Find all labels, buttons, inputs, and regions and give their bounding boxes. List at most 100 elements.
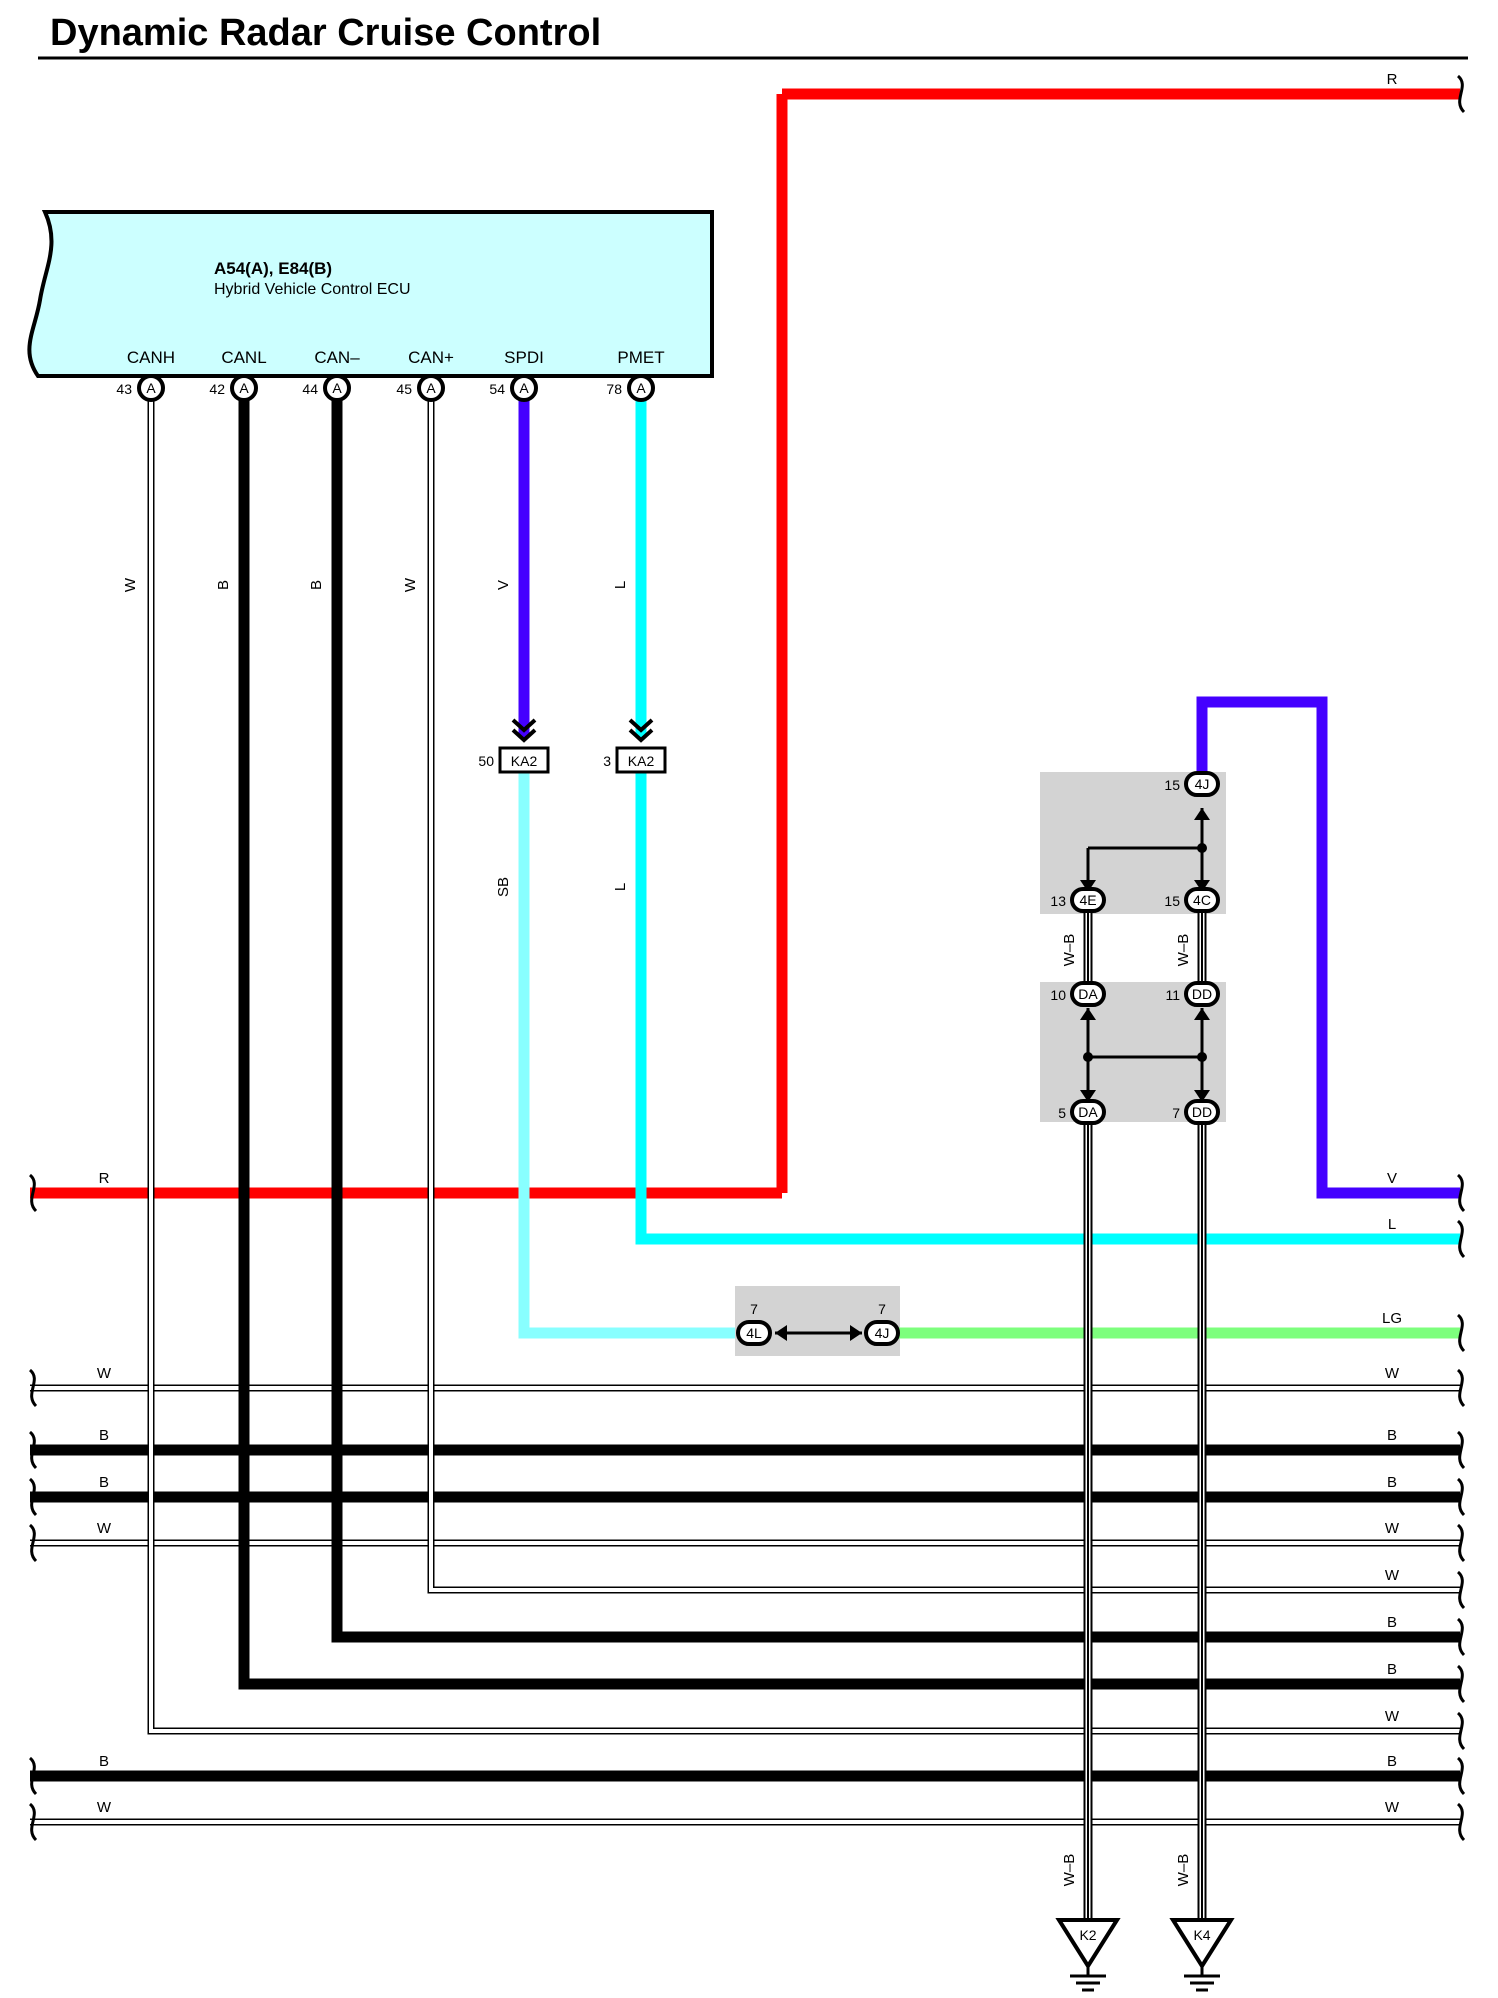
wavy-right-2 xyxy=(1456,1477,1466,1517)
wavy-green-right xyxy=(1456,1313,1466,1353)
junction-wire-label-right: W–B xyxy=(1175,934,1192,967)
ecu-signal-5: PMET xyxy=(617,348,664,367)
ka2-chevron-0 xyxy=(511,718,537,743)
ground-id-1: K4 xyxy=(1193,1927,1210,1943)
wire-canh xyxy=(147,388,1460,1735)
junction-pin-number-left_lower: 5 xyxy=(1058,1105,1066,1121)
ground-wire-label-1: W–B xyxy=(1175,1854,1192,1887)
junction-pin-number-right_lower: 7 xyxy=(1172,1105,1180,1121)
ecu-wire-color-4: V xyxy=(495,580,512,590)
junction-pin-number-left_upper: 10 xyxy=(1050,987,1066,1003)
link-pin-left xyxy=(736,1320,772,1346)
label-red-left: R xyxy=(99,1170,110,1187)
link-pin-left-id: 4L xyxy=(746,1325,762,1341)
label-green-right: LG xyxy=(1382,1310,1402,1327)
junction-arrow-4c xyxy=(1194,880,1210,892)
ka2-id-1: KA2 xyxy=(628,753,655,769)
wire-l-lower xyxy=(635,772,1460,1245)
ground-wire-label-0: W–B xyxy=(1061,1854,1078,1887)
junction-arrow-da-lower xyxy=(1080,1090,1096,1102)
ecu-pin-number-1: 42 xyxy=(209,381,225,397)
junction-pin-left_upper xyxy=(1070,981,1106,1007)
ecu-pin-number-5: 78 xyxy=(606,381,622,397)
ka2-connector-0 xyxy=(498,746,550,774)
ecu-pin-2-letter: A xyxy=(332,380,342,396)
junction-lower-dot-left xyxy=(1083,1052,1093,1062)
ka2-chevron-1 xyxy=(628,718,654,743)
wire-sb xyxy=(518,772,735,1339)
label-left-0: W xyxy=(97,1365,112,1382)
wavy-left-3 xyxy=(28,1523,38,1563)
wavy-right-0 xyxy=(1456,1368,1466,1408)
junction-pin-top-id: 4J xyxy=(1195,776,1210,792)
link-pin-number-right: 7 xyxy=(878,1301,886,1317)
label-left-5: W xyxy=(97,1799,112,1816)
junction-arrow-dd-upper xyxy=(1194,1008,1210,1020)
junction-pin-right_upper-id: DD xyxy=(1192,986,1212,1002)
ground-id-0: K2 xyxy=(1079,1927,1096,1943)
link-pin-number-left: 7 xyxy=(750,1301,758,1317)
junction-pin-top xyxy=(1184,771,1220,797)
junction-pin-right_upper xyxy=(1184,981,1220,1007)
ecu-wire-color-0: W xyxy=(122,577,139,592)
junction-pin-number-right_mid: 15 xyxy=(1164,893,1180,909)
wire-violet-loop xyxy=(1196,696,1460,1199)
junction-arrow-da-upper xyxy=(1080,1008,1096,1020)
wire-can-plus xyxy=(427,388,1460,1594)
ecu-pin-1-letter: A xyxy=(239,380,249,396)
ecu-wire-color-3: W xyxy=(402,577,419,592)
junction-arrow-4e xyxy=(1080,880,1096,892)
link-pin-right xyxy=(864,1320,900,1346)
junction-pin-left_mid-id: 4E xyxy=(1079,892,1096,908)
ecu-pin-0-letter: A xyxy=(146,380,156,396)
wavy-right-9 xyxy=(1456,1802,1466,1842)
wavy-right-3 xyxy=(1456,1523,1466,1563)
ka2-pin-1: 3 xyxy=(603,753,611,769)
ecu-signal-0: CANH xyxy=(127,348,175,367)
ecu-pin-2 xyxy=(323,374,351,402)
label-right-6: B xyxy=(1387,1661,1397,1678)
wavy-right-6 xyxy=(1456,1664,1466,1704)
ecu-code: A54(A), E84(B) xyxy=(214,259,332,278)
parts-layer xyxy=(27,56,1468,1992)
wavy-right-4 xyxy=(1456,1570,1466,1610)
wavy-violet-right xyxy=(1456,1173,1466,1213)
ka2-id-0: KA2 xyxy=(511,753,538,769)
wire-can-plus-outline xyxy=(427,388,1460,1594)
junction-pin-number-right_upper: 11 xyxy=(1165,987,1180,1003)
link-arrow-left xyxy=(775,1325,787,1341)
wavy-right-1 xyxy=(1456,1430,1466,1470)
ecu-pin-4-letter: A xyxy=(519,380,529,396)
junction-pin-number-top: 15 xyxy=(1164,777,1180,793)
wavy-top-red xyxy=(1456,74,1466,114)
ecu-signal-2: CAN– xyxy=(314,348,360,367)
ground-symbol-1 xyxy=(1184,1966,1220,1992)
junction-arrow-dd-lower xyxy=(1194,1090,1210,1102)
link-pin-right-id: 4J xyxy=(875,1325,890,1341)
ka2-pin-0: 50 xyxy=(478,753,494,769)
junction-pin-number-left_mid: 13 xyxy=(1050,893,1066,909)
wavy-left-4 xyxy=(28,1756,38,1796)
ecu-pin-number-2: 44 xyxy=(302,381,318,397)
wire-canl xyxy=(238,388,1460,1690)
junction-pin-left_mid xyxy=(1070,887,1106,913)
ecu-pin-0 xyxy=(137,374,165,402)
label-right-7: W xyxy=(1385,1708,1400,1725)
wavy-left-5 xyxy=(28,1802,38,1842)
ecu-wire-color-2: B xyxy=(308,580,325,590)
page-title: Dynamic Radar Cruise Control xyxy=(50,12,601,54)
ka2-wire-below-0: SB xyxy=(495,877,512,897)
junction-wire-label-left: W–B xyxy=(1061,934,1078,967)
label-right-9: W xyxy=(1385,1799,1400,1816)
ecu-pin-3 xyxy=(417,374,445,402)
junction-upper-dot-right xyxy=(1197,843,1207,853)
ecu-wire-color-1: B xyxy=(215,580,232,590)
wire-l-lower xyxy=(635,772,1460,1245)
wire-sb xyxy=(518,772,735,1339)
junction-pin-right_lower xyxy=(1184,1099,1220,1125)
ecu-pin-5-letter: A xyxy=(636,380,646,396)
link-arrow-right xyxy=(850,1325,862,1341)
wavy-blue-right xyxy=(1456,1219,1466,1259)
